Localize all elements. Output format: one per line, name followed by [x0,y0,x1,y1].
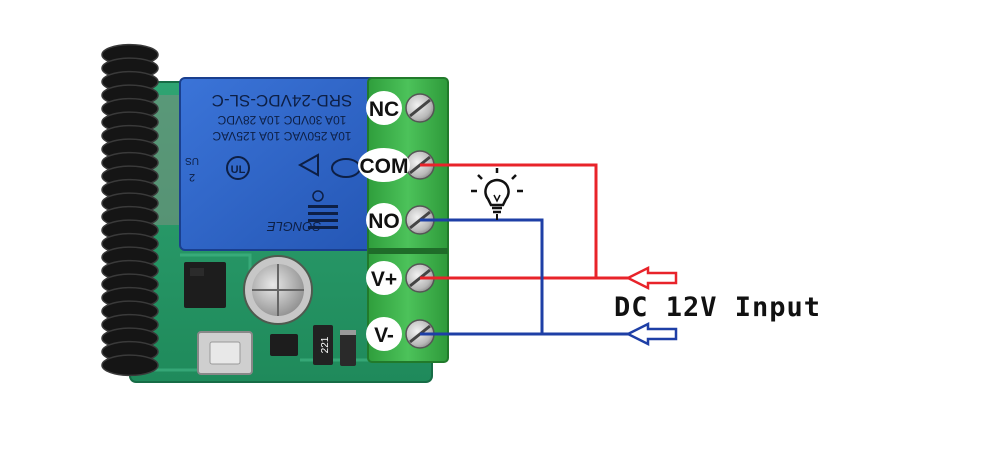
terminal-nc[interactable]: NC [366,91,435,125]
relay-module: SRD-24VDC-SL-C 10A 30VDC 10A 28VDC 10A 2… [179,77,385,251]
relay-rating-ac-text: 10A 250VAC 10A 125VAC [212,129,351,143]
terminal-label-com: COM [360,155,409,178]
songle-logo-icon [308,190,338,229]
terminal-label-bg [366,261,402,295]
diode [340,330,356,366]
terminal-label-nc: NC [369,98,399,121]
terminal-label-vplus: V+ [371,268,397,291]
terminal-label-vminus: V- [374,324,394,347]
relay-rating-dc-text: 10A 30VDC 10A 28VDC [217,113,346,127]
antenna-coil-turn [101,354,159,377]
terminal-label-bg [366,91,402,125]
terminal-label-bg [366,317,402,351]
svg-text:UL: UL [231,164,246,176]
warning-triangle-icon [297,153,319,177]
push-button [197,331,253,375]
antenna-coil [101,43,159,377]
negative-input-arrow-icon [625,321,678,347]
relay-model-text: SRD-24VDC-SL-C [212,91,353,110]
relay-us-mark: US [185,155,199,166]
transistor [270,334,298,356]
positive-input-arrow-icon [625,265,678,291]
capacitor [243,255,313,325]
resistor-label: 221 [320,336,331,353]
terminal-label-bg [366,203,402,237]
relay-number-mark: 2 [189,171,195,183]
relay-brand-text: SONGLE [267,219,322,234]
resistor: 221 [313,325,333,365]
ic-chip [184,262,226,308]
terminal-label-no: NO [368,210,400,233]
ul-mark-icon: UL [226,156,250,180]
dc-input-label: DC 12V Input [614,292,821,323]
screw-slot [409,98,431,118]
light-bulb-icon [471,168,523,220]
terminal-label-bg [358,148,410,182]
